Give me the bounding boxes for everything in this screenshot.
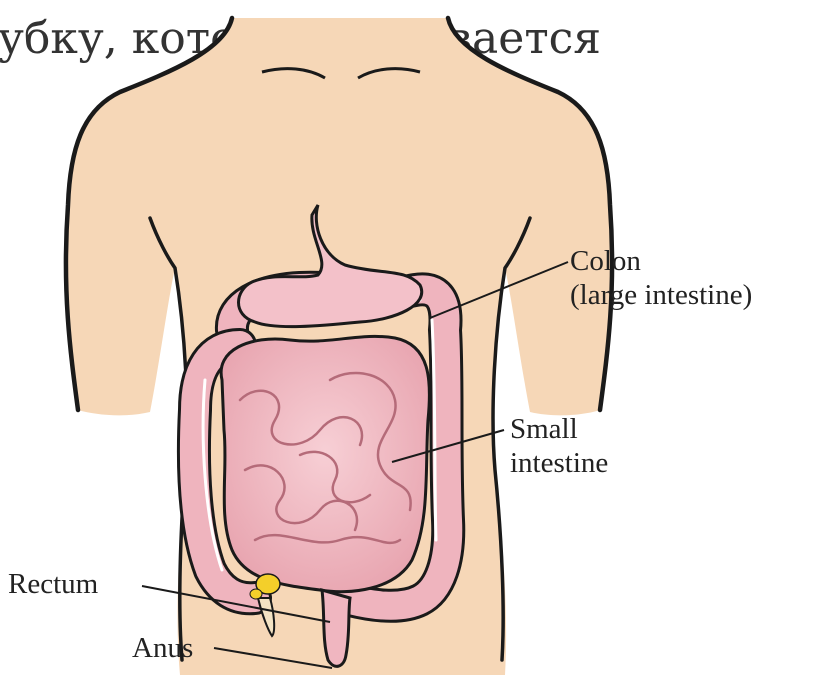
small-intestine-label-line1: Small: [510, 412, 608, 446]
colon-label: Colon (large intestine): [570, 244, 752, 312]
cecum-highlight-small: [250, 589, 262, 599]
rectum-label: Rectum: [8, 567, 98, 601]
anus-label: Anus: [132, 631, 193, 665]
colon-label-line2: (large intestine): [570, 278, 752, 312]
rectum-organ: [322, 590, 350, 666]
small-intestine-label-line2: intestine: [510, 446, 608, 480]
colon-label-line1: Colon: [570, 244, 752, 278]
small-intestine-label: Small intestine: [510, 412, 608, 480]
small-intestine-organ: [221, 336, 429, 591]
